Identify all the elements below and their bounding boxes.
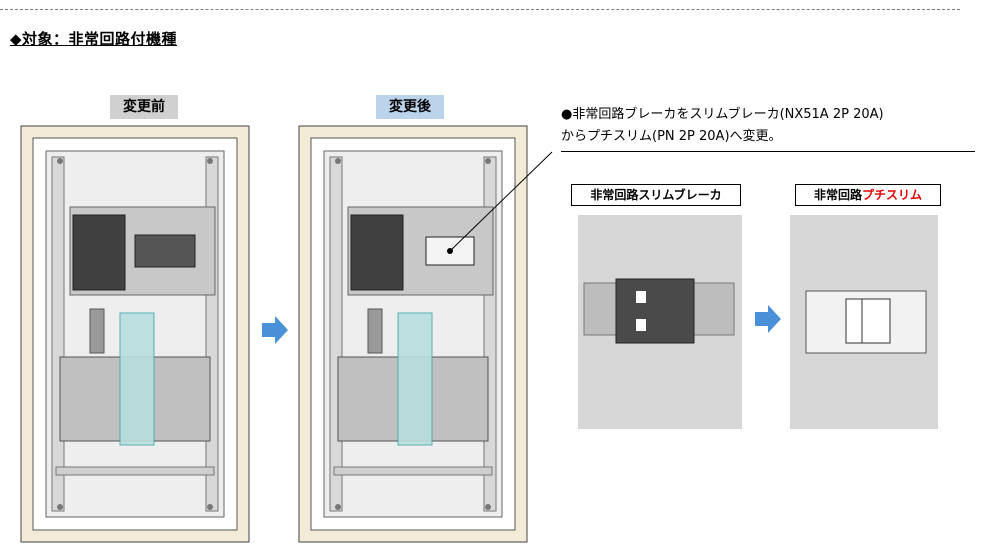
leader-line <box>449 151 553 252</box>
note-line-1: ●非常回路ブレーカをスリムブレーカ(NX51A 2P 20A) <box>561 107 884 122</box>
puchi-slim-detail <box>790 215 938 429</box>
arrow-right-icon <box>262 316 288 344</box>
note-line-2: からプチスリム(PN 2P 20A)へ変更。 <box>561 129 782 144</box>
panel-after-illustration <box>298 125 528 543</box>
panel-before-illustration <box>20 125 250 543</box>
label-after: 変更後 <box>376 95 444 119</box>
caption-puchi-slim: 非常回路プチスリム <box>795 184 941 206</box>
label-before: 変更前 <box>110 95 178 119</box>
dashed-separator <box>0 9 960 10</box>
section-title: ◆対象：非常回路付機種 <box>10 30 178 48</box>
caption-right-highlight: プチスリム <box>862 188 923 202</box>
slim-breaker-detail <box>578 215 742 429</box>
caption-right-prefix: 非常回路 <box>813 188 862 202</box>
note-rule <box>561 151 975 152</box>
change-note: ●非常回路ブレーカをスリムブレーカ(NX51A 2P 20A) からプチスリム(… <box>561 104 884 148</box>
caption-slim-breaker: 非常回路スリムブレーカ <box>571 184 741 206</box>
arrow-right-icon-detail <box>755 305 781 333</box>
